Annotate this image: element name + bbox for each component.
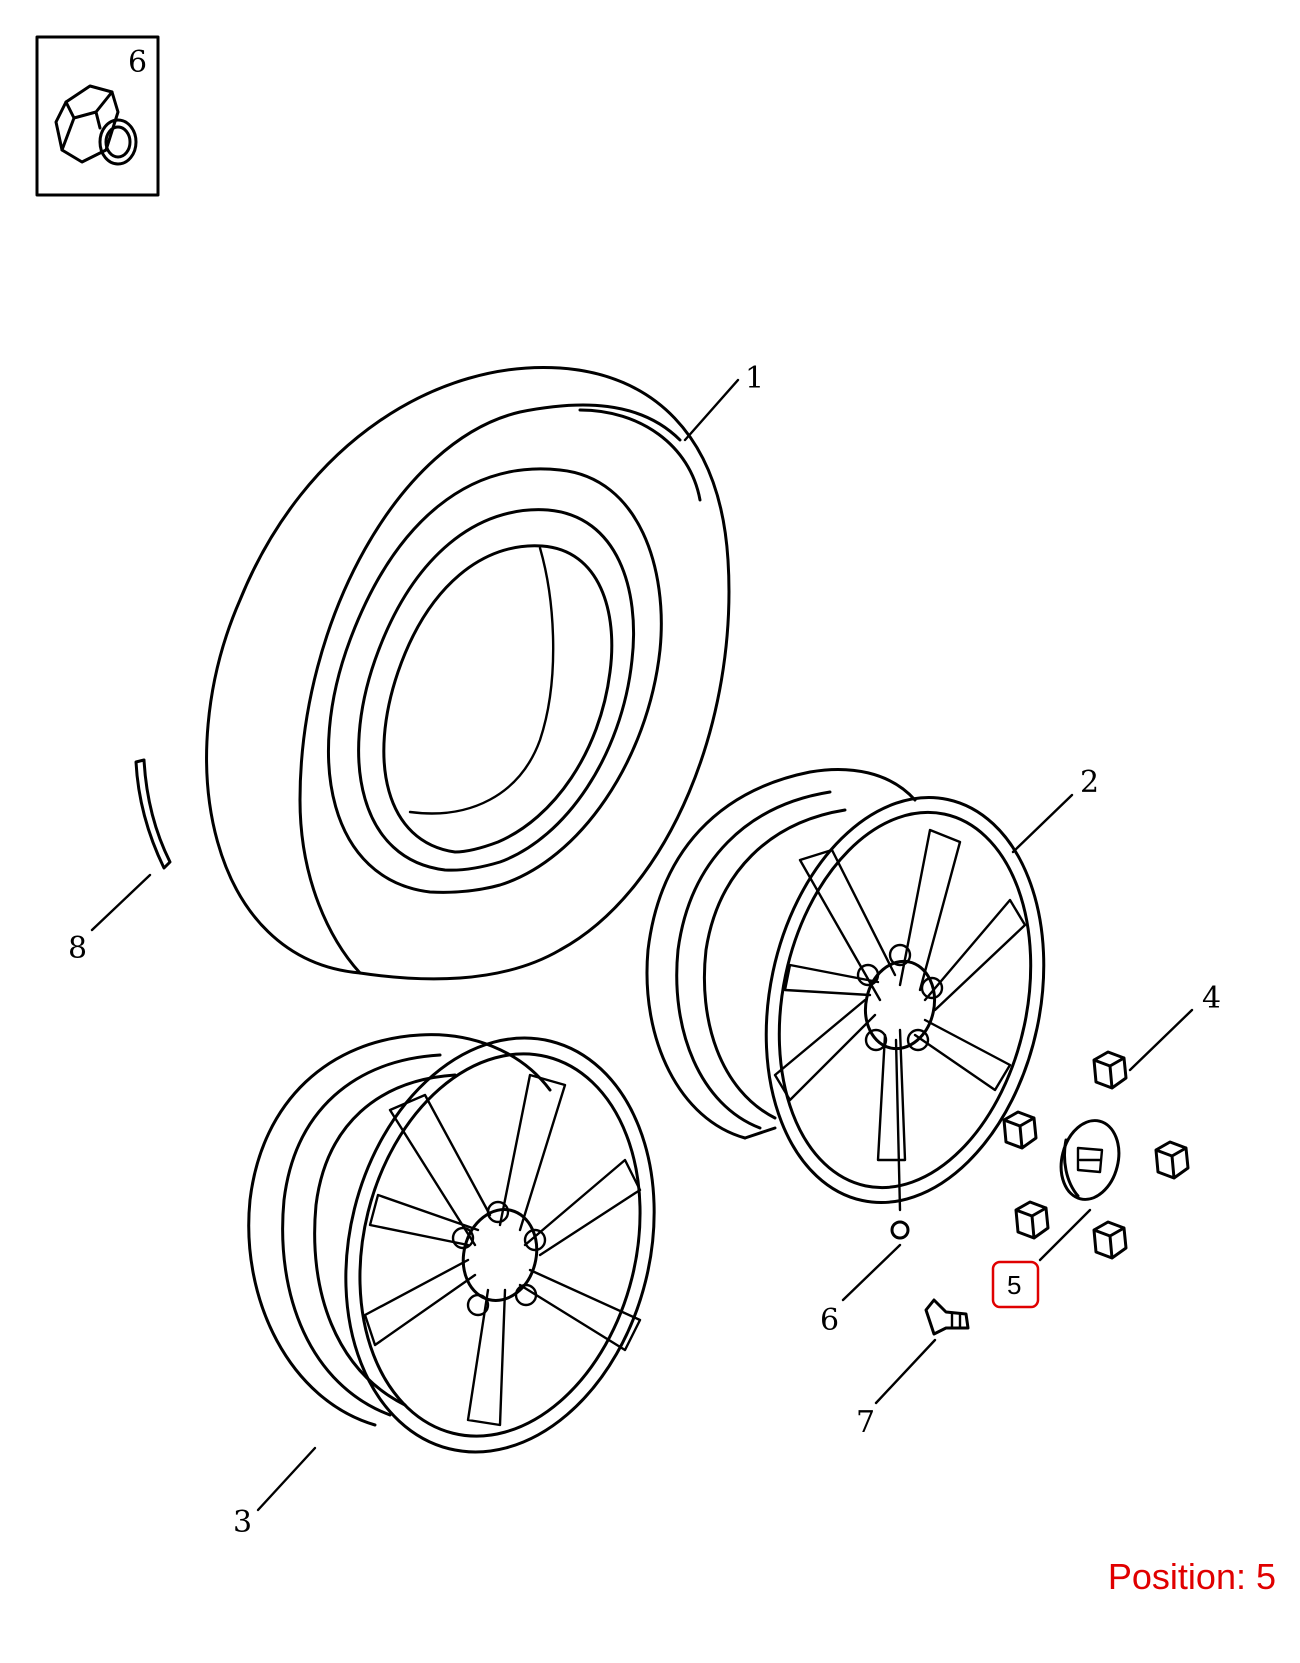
alloy-wheel-rim-icon (645, 768, 1046, 1204)
callout-4: 4 (1202, 981, 1221, 1016)
leader-lines (90, 378, 1194, 1512)
alloy-wheel-rim-icon (247, 1033, 656, 1454)
center-hub-cap-icon (1059, 1119, 1121, 1201)
callout-3: 3 (233, 1505, 252, 1540)
position-label: Position: 5 (1107, 1556, 1276, 1597)
callout-labels: 1 2 3 4 6 7 8 (68, 361, 1221, 1540)
tire-icon (205, 365, 731, 981)
callout-2: 2 (1080, 765, 1099, 800)
callout-7: 7 (856, 1405, 875, 1440)
lug-nut-icon (54, 84, 138, 166)
callout-5: 5 (1007, 1270, 1021, 1300)
highlighted-callout-5[interactable]: 5 (991, 1260, 1040, 1309)
inset-callout: 6 (128, 45, 147, 80)
valve-stem-icon (924, 1298, 970, 1336)
lug-nut-icon (890, 1038, 910, 1240)
callout-1: 1 (745, 361, 764, 396)
inset-lug-nut: 6 (35, 35, 160, 197)
callout-6: 6 (820, 1303, 839, 1338)
balance-weight-icon (134, 758, 172, 870)
lug-nut-cap-icon (1002, 1050, 1190, 1260)
callout-8: 8 (68, 931, 87, 966)
